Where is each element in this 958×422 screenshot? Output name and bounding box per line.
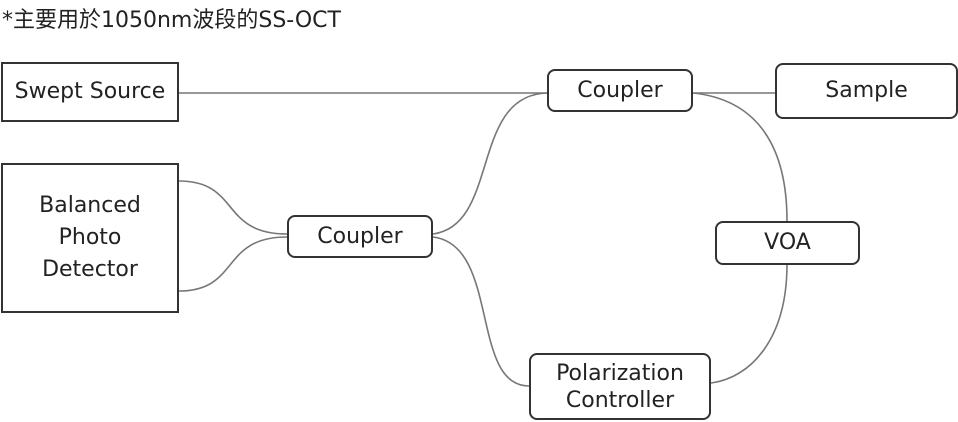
diagram-title: *主要用於1050nm波段的SS-OCT — [2, 8, 341, 33]
detector-label-3: Detector — [42, 257, 138, 282]
link-coupler-mid-pc — [432, 236, 530, 387]
voa-label: VOA — [764, 230, 811, 255]
swept-source-box: Swept Source — [1, 62, 179, 122]
voa-box: VOA — [715, 221, 860, 265]
detector-label-1: Balanced — [39, 193, 141, 218]
link-coupler-top-voa — [692, 92, 788, 222]
coupler-top-box: Coupler — [547, 69, 693, 112]
link-detector-coupler-mid-2 — [178, 236, 288, 292]
polarization-controller-box: Polarization Controller — [529, 353, 711, 420]
coupler-top-label: Coupler — [577, 77, 663, 103]
link-detector-coupler-mid-1 — [178, 180, 288, 235]
sample-label: Sample — [825, 78, 908, 103]
pc-label-2: Controller — [565, 387, 675, 413]
coupler-mid-box: Coupler — [287, 215, 433, 258]
balanced-photo-detector-box: Balanced Photo Detector — [1, 163, 179, 313]
link-coupler-mid-coupler-top — [432, 92, 548, 235]
pc-label-1: Polarization — [556, 360, 684, 386]
detector-label-2: Photo — [58, 225, 122, 250]
link-voa-pc — [710, 263, 788, 384]
coupler-mid-label: Coupler — [317, 223, 403, 249]
swept-source-label: Swept Source — [14, 79, 166, 104]
sample-box: Sample — [775, 63, 958, 119]
